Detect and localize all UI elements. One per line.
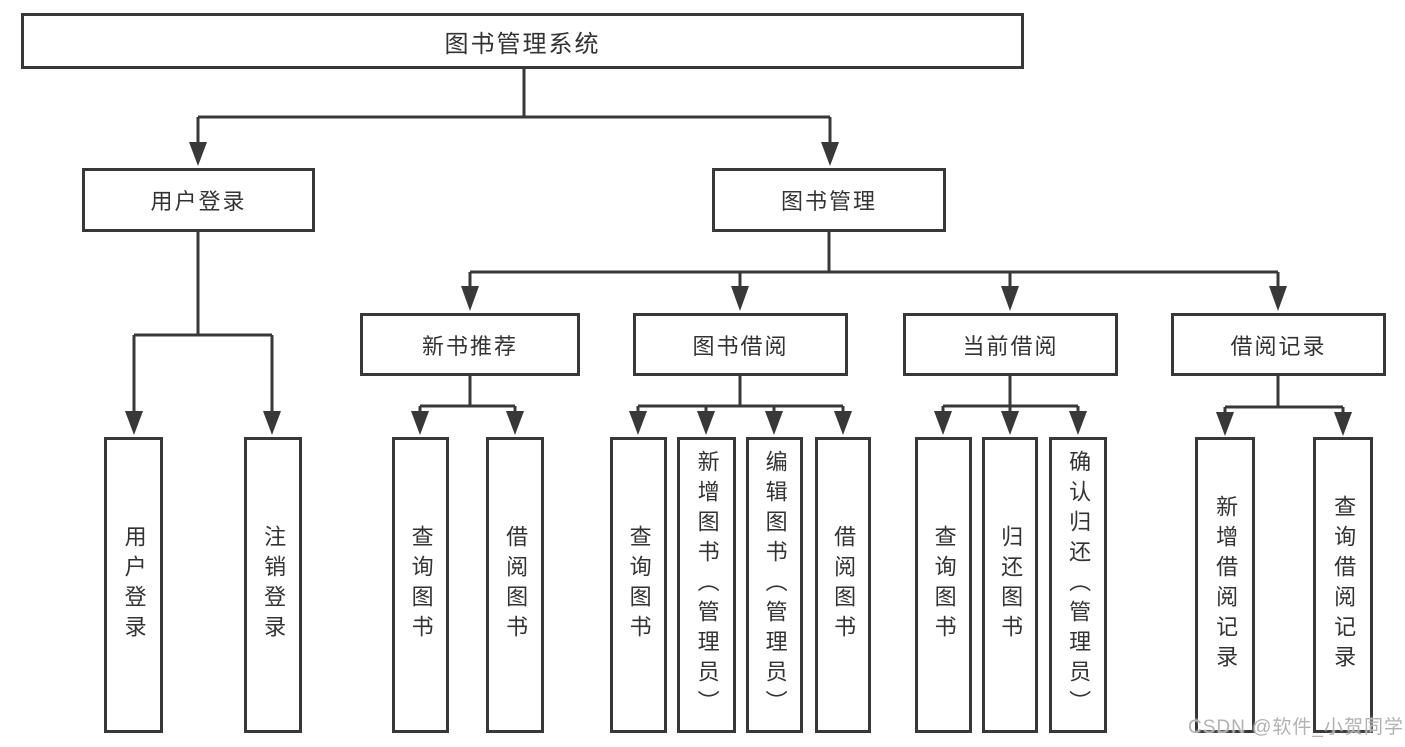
- node-root: 图书管理系统: [21, 13, 1024, 69]
- arrow-down-icon: [411, 411, 429, 435]
- arrow-down-icon: [1216, 412, 1234, 436]
- node-label: 借阅记录: [1230, 333, 1327, 359]
- arrow-down-icon: [125, 411, 143, 435]
- node-label: 编辑图书（管理员）: [762, 450, 788, 720]
- leaf-query-books-borrow: 查询图书: [610, 437, 667, 733]
- arrow-down-icon: [629, 411, 647, 435]
- arrow-down-icon: [731, 286, 749, 311]
- node-label: 确认归还（管理员）: [1066, 450, 1092, 720]
- leaf-borrow-books: 借阅图书: [815, 437, 871, 733]
- arrow-down-icon: [1001, 286, 1019, 311]
- node-new-book-recommend: 新书推荐: [360, 313, 580, 376]
- node-label: 图书管理: [780, 189, 877, 214]
- node-label: 查询图书: [626, 525, 652, 645]
- leaf-return-books: 归还图书: [982, 437, 1038, 733]
- arrow-down-icon: [1001, 411, 1019, 435]
- node-label: 新书推荐: [421, 333, 518, 359]
- arrow-down-icon: [1269, 286, 1287, 311]
- node-label: 借阅图书: [503, 525, 529, 645]
- leaf-query-borrow-record: 查询借阅记录: [1313, 437, 1373, 733]
- node-user-login: 用户登录: [82, 168, 315, 232]
- node-label: 查询图书: [931, 525, 957, 645]
- leaf-add-books-admin: 新增图书（管理员）: [677, 437, 736, 733]
- node-label: 注销登录: [261, 525, 287, 645]
- leaf-query-books-current: 查询图书: [915, 437, 972, 733]
- node-book-borrow: 图书借阅: [633, 313, 848, 376]
- arrow-down-icon: [1334, 412, 1352, 436]
- arrow-down-icon: [934, 411, 952, 435]
- node-label: 查询图书: [408, 525, 434, 645]
- node-label: 用户登录: [150, 189, 247, 214]
- watermark: CSDN @软件_小贺同学: [1188, 717, 1404, 738]
- leaf-query-books-recommend: 查询图书: [392, 437, 449, 733]
- node-current-borrow: 当前借阅: [903, 313, 1118, 376]
- node-label: 图书管理系统: [444, 30, 601, 58]
- arrow-down-icon: [821, 142, 839, 166]
- arrow-down-icon: [189, 142, 207, 166]
- node-label: 归还图书: [998, 525, 1024, 645]
- node-book-management: 图书管理: [712, 168, 946, 232]
- node-label: 新增图书（管理员）: [694, 450, 720, 720]
- arrow-down-icon: [697, 411, 715, 435]
- leaf-logout: 注销登录: [244, 437, 302, 733]
- node-label: 当前借阅: [962, 333, 1059, 359]
- node-label: 用户登录: [121, 525, 147, 645]
- arrow-down-icon: [1069, 411, 1087, 435]
- node-label: 借阅图书: [831, 525, 857, 645]
- leaf-add-borrow-record: 新增借阅记录: [1195, 437, 1255, 733]
- leaf-borrow-books-recommend: 借阅图书: [486, 437, 544, 733]
- node-label: 新增借阅记录: [1213, 495, 1239, 675]
- arrow-down-icon: [765, 411, 783, 435]
- arrow-down-icon: [506, 411, 524, 435]
- arrowheads: [125, 142, 1352, 436]
- leaf-confirm-return-admin: 确认归还（管理员）: [1049, 437, 1107, 733]
- connector-paths: [132, 69, 1345, 412]
- arrow-down-icon: [263, 411, 281, 435]
- node-label: 查询借阅记录: [1331, 495, 1357, 675]
- node-borrow-records: 借阅记录: [1171, 313, 1386, 376]
- leaf-edit-books-admin: 编辑图书（管理员）: [746, 437, 803, 733]
- arrow-down-icon: [461, 286, 479, 311]
- node-label: 图书借阅: [692, 333, 789, 359]
- leaf-user-login: 用户登录: [104, 437, 163, 733]
- arrow-down-icon: [834, 411, 852, 435]
